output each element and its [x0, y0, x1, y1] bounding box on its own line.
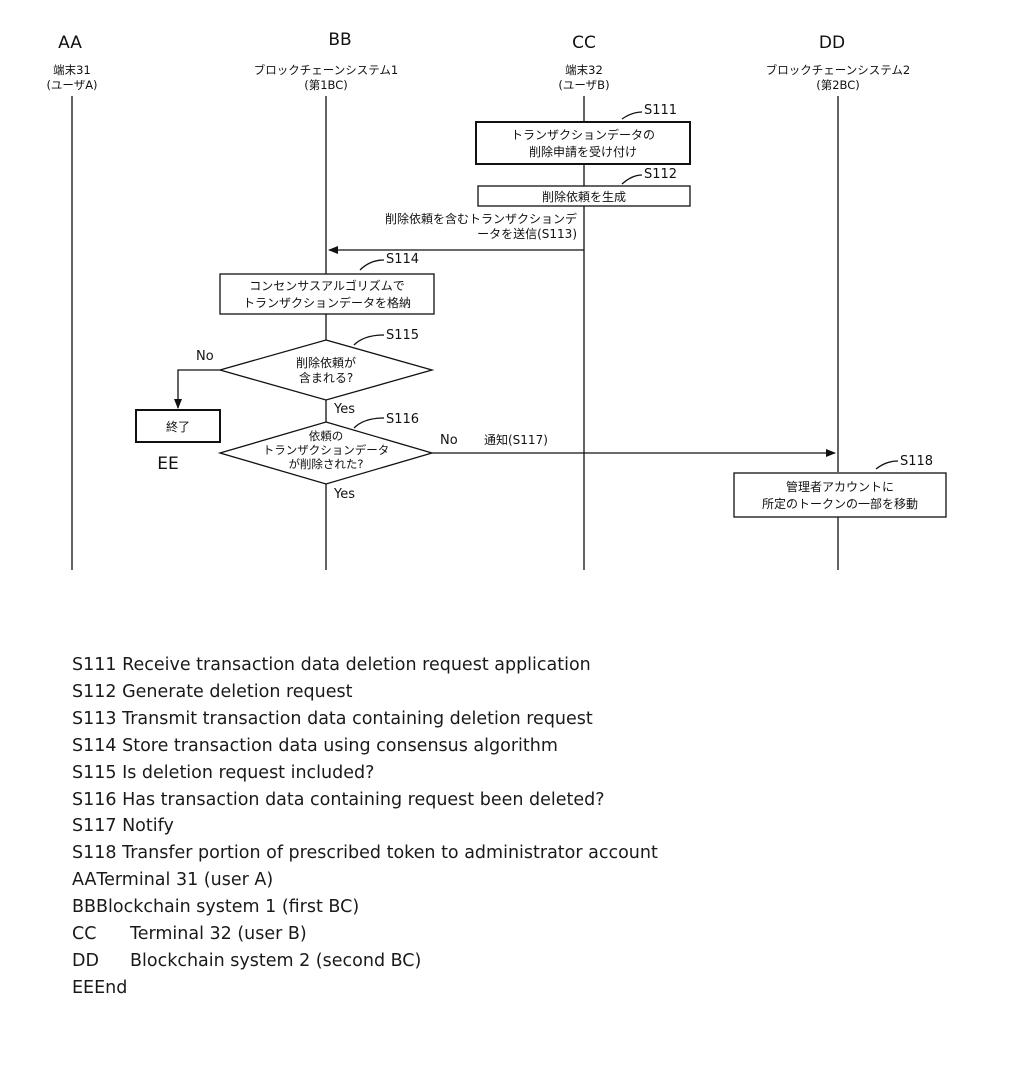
step-s118-line2: 所定のトークンの一部を移動: [762, 496, 918, 511]
legend-code: BB: [72, 894, 96, 921]
legend-code: S117: [72, 813, 117, 840]
legend-code: EE: [72, 975, 94, 1002]
msg-s113-line1: 削除依頼を含むトランザクションデ: [385, 211, 577, 226]
step-s114-line1: コンセンサスアルゴリズムで: [249, 278, 404, 293]
decision-s115-no: No: [196, 349, 214, 364]
lane-code-cc: CC: [572, 33, 596, 53]
legend-text: Is deletion request included?: [122, 763, 374, 783]
decision-s115-no-arrow: [178, 370, 220, 408]
decision-s115: [220, 340, 432, 400]
lane-sub-dd: (第2BC): [816, 78, 860, 92]
end-label: 終了: [166, 419, 190, 434]
decision-s115-line1: 削除依頼が: [296, 355, 356, 370]
decision-s116-leader: [354, 418, 384, 428]
legend-text: Blockchain system 2 (second BC): [130, 951, 421, 971]
legend-text: Store transaction data using consensus a…: [122, 736, 558, 756]
end-code: EE: [157, 454, 178, 474]
lane-name-dd: ブロックチェーンシステム2: [766, 63, 910, 77]
lane-name-cc: 端末32: [565, 63, 603, 77]
lane-code-dd: DD: [819, 33, 845, 53]
legend-code: AA: [72, 867, 96, 894]
lane-bb-header: BB ブロックチェーンシステム1 (第1BC): [254, 30, 398, 92]
lane-sub-aa: (ユーザA): [46, 78, 97, 92]
legend-text: Generate deletion request: [122, 682, 352, 702]
step-s111-line2: 削除申請を受け付け: [529, 144, 637, 159]
legend-text: Blockchain system 1 (first BC): [96, 897, 359, 917]
legend-text: Notify: [122, 816, 174, 836]
legend-item: S118 Transfer portion of prescribed toke…: [72, 840, 658, 867]
step-s111-id: S111: [644, 103, 677, 118]
legend-item: S112 Generate deletion request: [72, 679, 658, 706]
legend-item: S115 Is deletion request included?: [72, 760, 658, 787]
step-s112-id: S112: [644, 167, 677, 182]
lane-name-aa: 端末31: [53, 63, 91, 77]
lane-code-bb: BB: [328, 30, 351, 50]
legend-text: Terminal 32 (user B): [130, 924, 307, 944]
lane-code-aa: AA: [58, 33, 82, 53]
legend-code: S111: [72, 652, 117, 679]
decision-s116-yes: Yes: [333, 487, 355, 502]
decision-s116-no: No: [440, 433, 458, 448]
legend-code: S112: [72, 679, 117, 706]
legend-item: S116 Has transaction data containing req…: [72, 787, 658, 814]
step-s118-line1: 管理者アカウントに: [786, 479, 894, 494]
legend-item: EEEnd: [72, 975, 658, 1002]
step-s111-line1: トランザクションデータの: [511, 127, 655, 142]
legend-text: End: [94, 978, 127, 998]
lane-name-bb: ブロックチェーンシステム1: [254, 63, 398, 77]
lane-sub-cc: (ユーザB): [558, 78, 609, 92]
legend-list: S111 Receive transaction data deletion r…: [72, 652, 658, 1002]
step-s111-leader: [622, 112, 642, 119]
legend-item: CCTerminal 32 (user B): [72, 921, 658, 948]
legend-text: Transmit transaction data containing del…: [122, 709, 593, 729]
decision-s116-line1: 依頼の: [309, 429, 344, 443]
sequence-flow-diagram: AA 端末31 (ユーザA) BB ブロックチェーンシステム1 (第1BC) C…: [0, 0, 1017, 600]
legend-item: AATerminal 31 (user A): [72, 867, 658, 894]
legend-text: Transfer portion of prescribed token to …: [122, 843, 658, 863]
step-s118-id: S118: [900, 454, 933, 469]
decision-s115-id: S115: [386, 328, 419, 343]
lane-sub-bb: (第1BC): [304, 78, 348, 92]
lane-cc-header: CC 端末32 (ユーザB): [558, 33, 609, 92]
legend-item: S117 Notify: [72, 813, 658, 840]
legend-code: S116: [72, 787, 117, 814]
legend-item: S114 Store transaction data using consen…: [72, 733, 658, 760]
step-s112-leader: [622, 175, 642, 184]
legend-code: S115: [72, 760, 117, 787]
decision-s116-line2: トランザクションデータ: [263, 443, 390, 457]
decision-s116-id: S116: [386, 412, 419, 427]
legend-code: DD: [72, 948, 130, 975]
legend-text: Receive transaction data deletion reques…: [122, 655, 591, 675]
legend-text: Terminal 31 (user A): [96, 870, 273, 890]
legend-item: S113 Transmit transaction data containin…: [72, 706, 658, 733]
decision-s115-leader: [354, 335, 384, 345]
legend-item: S111 Receive transaction data deletion r…: [72, 652, 658, 679]
legend-item: BBBlockchain system 1 (first BC): [72, 894, 658, 921]
decision-s116-line3: が削除された?: [288, 457, 363, 471]
lane-aa-header: AA 端末31 (ユーザA): [46, 33, 97, 92]
decision-s115-yes: Yes: [333, 402, 355, 417]
step-s114-leader: [360, 260, 384, 270]
msg-s113-line2: ータを送信(S113): [477, 226, 577, 241]
legend-code: CC: [72, 921, 130, 948]
step-s114-line2: トランザクションデータを格納: [243, 295, 411, 310]
step-s118-leader: [876, 461, 898, 469]
legend-code: S114: [72, 733, 117, 760]
legend-item: DDBlockchain system 2 (second BC): [72, 948, 658, 975]
legend-code: S113: [72, 706, 117, 733]
decision-s115-line2: 含まれる?: [299, 370, 353, 385]
step-s112-line1: 削除依頼を生成: [542, 189, 626, 204]
lane-dd-header: DD ブロックチェーンシステム2 (第2BC): [766, 33, 910, 92]
step-s114-id: S114: [386, 252, 419, 267]
legend-code: S118: [72, 840, 117, 867]
legend-text: Has transaction data containing request …: [122, 790, 604, 810]
msg-s117-label: 通知(S117): [484, 433, 548, 447]
